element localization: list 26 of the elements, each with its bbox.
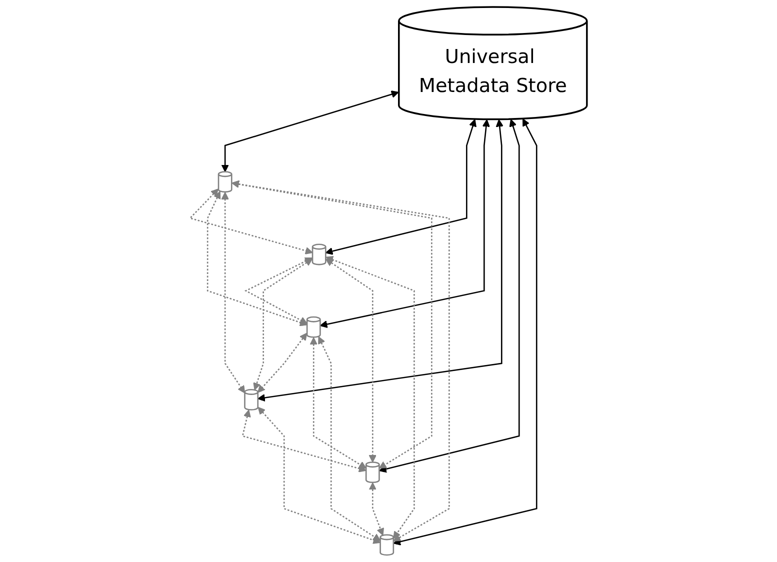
node-cylinder (380, 534, 394, 556)
node-cylinder (244, 388, 259, 410)
arrow (378, 119, 520, 473)
arrow (326, 256, 415, 539)
arrow (242, 410, 366, 472)
arrow (326, 258, 376, 463)
node-cylinder (218, 171, 232, 193)
arrow (368, 482, 384, 536)
node-cylinder (312, 244, 326, 266)
arrow (393, 118, 538, 546)
arrow (244, 258, 313, 324)
arrow (253, 258, 313, 390)
node-cylinder (306, 316, 321, 338)
arrow (221, 90, 399, 172)
arrow (320, 119, 490, 328)
arrow (232, 180, 450, 542)
arrow (206, 191, 308, 326)
arrow (258, 406, 381, 544)
arrow (325, 119, 476, 255)
arrow (318, 336, 381, 541)
arrow (310, 337, 366, 469)
node-cylinder (365, 462, 380, 484)
arrow (258, 119, 504, 402)
arrow (258, 332, 308, 393)
arrow (188, 188, 313, 254)
arrow (221, 192, 246, 394)
